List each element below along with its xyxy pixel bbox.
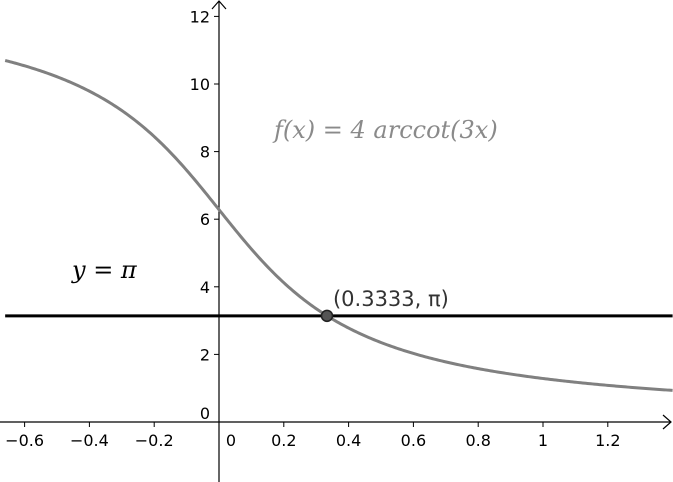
x-tick-label: 0.2 [271, 431, 296, 450]
y-tick-label: 2 [200, 345, 210, 364]
function-label: f(x) = 4 arccot(3x) [272, 116, 498, 144]
line-label: y = π [71, 256, 138, 284]
x-tick-label: 0.6 [401, 431, 426, 450]
y-tick-label: 8 [200, 143, 210, 162]
x-tick-label: 0.8 [465, 431, 490, 450]
function-curve [4, 59, 673, 392]
y-tick-label: 4 [200, 278, 210, 297]
y-tick-label: 12 [190, 7, 210, 26]
x-tick-label: −0.4 [70, 431, 109, 450]
intersection-point[interactable] [320, 309, 334, 323]
y-tick-label: 0 [200, 404, 210, 423]
y-tick-label: 10 [190, 75, 210, 94]
x-tick-label: −0.6 [5, 431, 44, 450]
x-tick-label: 1 [538, 431, 548, 450]
intersection-point-label: (0.3333, π) [333, 287, 449, 311]
x-axis-ticks: −0.6 −0.4 −0.2 0 0.2 0.4 0.6 0.8 1 1.2 [5, 422, 621, 450]
y-axis-arrow [211, 0, 227, 10]
x-tick-label: −0.2 [135, 431, 174, 450]
x-tick-label: 0 [226, 431, 236, 450]
y-axis-ticks: 0 2 4 6 8 10 12 [190, 7, 219, 423]
x-axis-arrow [662, 414, 672, 430]
y-tick-label: 6 [200, 210, 210, 229]
x-tick-label: 1.2 [595, 431, 620, 450]
x-tick-label: 0.4 [336, 431, 361, 450]
